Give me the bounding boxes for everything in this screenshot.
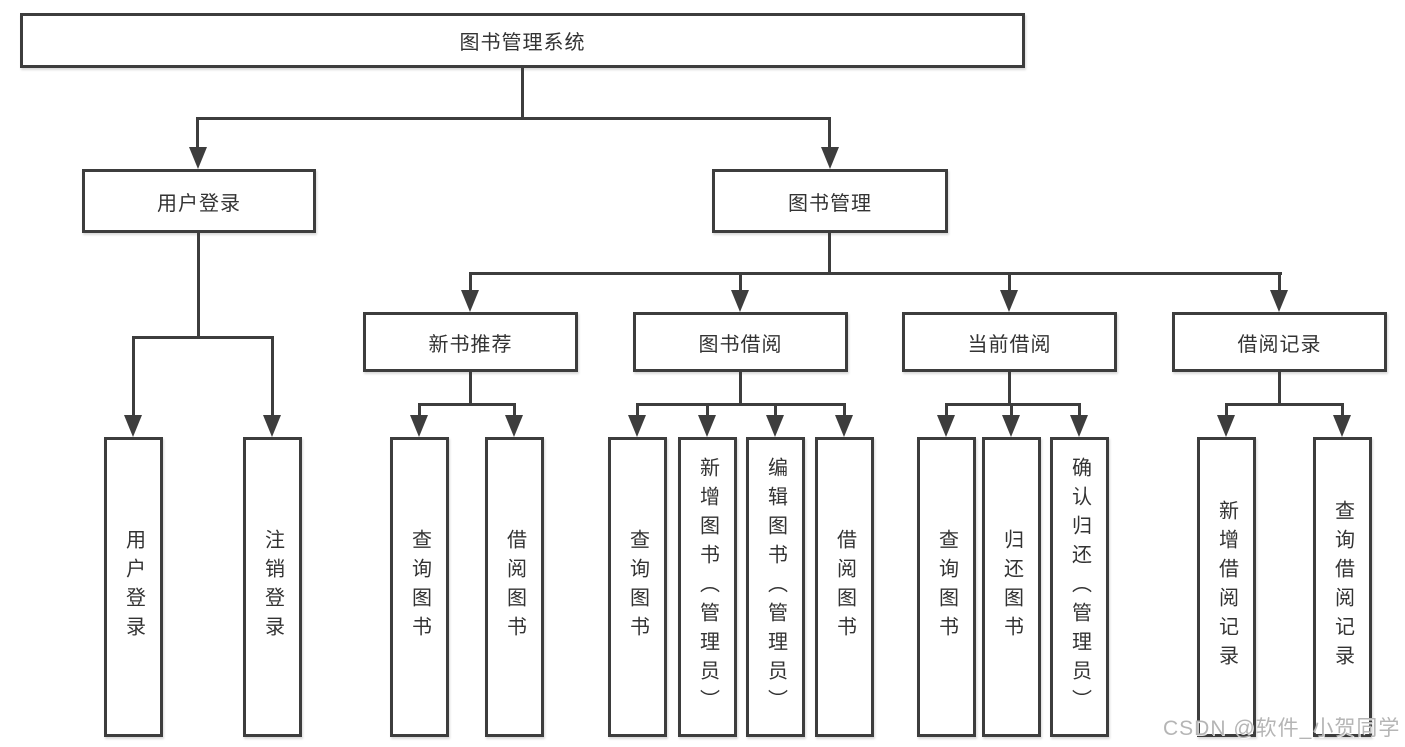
connector-line bbox=[706, 403, 709, 420]
leaf-records-add-record-label: 新增借阅记录 bbox=[1215, 500, 1238, 674]
connector-line bbox=[945, 403, 948, 420]
node-book-borrow-label: 图书借阅 bbox=[698, 333, 783, 356]
arrow-down-icon bbox=[628, 415, 646, 437]
leaf-current-return-books: 归还图书 bbox=[982, 437, 1041, 737]
arrow-down-icon bbox=[505, 415, 523, 437]
leaf-current-return-books-label: 归还图书 bbox=[1000, 529, 1023, 645]
connector-line bbox=[945, 403, 1081, 406]
arrow-down-icon bbox=[937, 415, 955, 437]
arrow-down-icon bbox=[1000, 290, 1018, 312]
connector-line bbox=[521, 68, 524, 120]
connector-line bbox=[1278, 272, 1281, 294]
leaf-newbook-query-books: 查询图书 bbox=[390, 437, 449, 737]
arrow-down-icon bbox=[821, 147, 839, 169]
arrow-down-icon bbox=[410, 415, 428, 437]
connector-line bbox=[1010, 403, 1013, 420]
connector-line bbox=[1341, 403, 1344, 420]
node-book-borrow: 图书借阅 bbox=[633, 312, 848, 372]
leaf-borrow-add-books-admin: 新增图书（管理员） bbox=[678, 437, 737, 737]
connector-line bbox=[1278, 372, 1281, 405]
leaf-borrow-query-books: 查询图书 bbox=[608, 437, 667, 737]
leaf-logout-login-label: 注销登录 bbox=[261, 529, 284, 645]
connector-line bbox=[513, 403, 516, 420]
connector-line bbox=[271, 336, 274, 419]
connector-line bbox=[469, 372, 472, 405]
node-root-label: 图书管理系统 bbox=[459, 32, 586, 54]
node-borrow-records: 借阅记录 bbox=[1172, 312, 1387, 372]
leaf-borrow-edit-books-admin-label: 编辑图书（管理员） bbox=[764, 456, 787, 718]
csdn-watermark: CSDN @软件_小贺同学 bbox=[1163, 717, 1401, 740]
leaf-borrow-query-books-label: 查询图书 bbox=[626, 529, 649, 645]
node-book-management: 图书管理 bbox=[712, 169, 948, 233]
connector-line bbox=[196, 117, 199, 150]
connector-line bbox=[636, 403, 846, 406]
arrow-down-icon bbox=[766, 415, 784, 437]
leaf-newbook-borrow-books-label: 借阅图书 bbox=[503, 529, 526, 645]
connector-line bbox=[739, 372, 742, 405]
connector-line bbox=[1008, 372, 1011, 405]
leaf-records-add-record: 新增借阅记录 bbox=[1197, 437, 1256, 737]
node-user-login-label: 用户登录 bbox=[157, 192, 241, 215]
leaf-current-query-books-label: 查询图书 bbox=[935, 529, 958, 645]
connector-line bbox=[1078, 403, 1081, 420]
arrow-down-icon bbox=[124, 415, 142, 437]
connector-line bbox=[774, 403, 777, 420]
node-current-borrow-label: 当前借阅 bbox=[967, 333, 1052, 356]
leaf-current-confirm-return-admin-label: 确认归还（管理员） bbox=[1068, 456, 1091, 718]
node-user-login: 用户登录 bbox=[82, 169, 316, 233]
leaf-user-login: 用户登录 bbox=[104, 437, 163, 737]
node-new-book-recommend: 新书推荐 bbox=[363, 312, 578, 372]
leaf-borrow-borrow-books: 借阅图书 bbox=[815, 437, 874, 737]
arrow-down-icon bbox=[263, 415, 281, 437]
arrow-down-icon bbox=[1070, 415, 1088, 437]
node-book-management-label: 图书管理 bbox=[788, 192, 872, 215]
connector-line bbox=[739, 272, 742, 294]
leaf-newbook-query-books-label: 查询图书 bbox=[408, 529, 431, 645]
connector-line bbox=[197, 233, 200, 337]
connector-line bbox=[196, 117, 831, 120]
arrow-down-icon bbox=[1270, 290, 1288, 312]
arrow-down-icon bbox=[698, 415, 716, 437]
leaf-user-login-label: 用户登录 bbox=[122, 529, 145, 645]
leaf-records-query-record: 查询借阅记录 bbox=[1313, 437, 1372, 737]
leaf-newbook-borrow-books: 借阅图书 bbox=[485, 437, 544, 737]
leaf-current-confirm-return-admin: 确认归还（管理员） bbox=[1050, 437, 1109, 737]
connector-line bbox=[418, 403, 516, 406]
leaf-current-query-books: 查询图书 bbox=[917, 437, 976, 737]
node-borrow-records-label: 借阅记录 bbox=[1237, 333, 1322, 356]
connector-line bbox=[469, 272, 1282, 275]
connector-line bbox=[1225, 403, 1344, 406]
connector-line bbox=[1008, 272, 1011, 294]
arrow-down-icon bbox=[1217, 415, 1235, 437]
arrow-down-icon bbox=[835, 415, 853, 437]
connector-line bbox=[132, 336, 135, 419]
arrow-down-icon bbox=[461, 290, 479, 312]
leaf-records-query-record-label: 查询借阅记录 bbox=[1331, 500, 1354, 674]
connector-line bbox=[843, 403, 846, 420]
node-root: 图书管理系统 bbox=[20, 13, 1025, 68]
arrow-down-icon bbox=[731, 290, 749, 312]
node-current-borrow: 当前借阅 bbox=[902, 312, 1117, 372]
leaf-borrow-borrow-books-label: 借阅图书 bbox=[833, 529, 856, 645]
connector-line bbox=[469, 272, 472, 294]
arrow-down-icon bbox=[1333, 415, 1351, 437]
connector-line bbox=[636, 403, 639, 420]
connector-line bbox=[828, 117, 831, 150]
arrow-down-icon bbox=[1002, 415, 1020, 437]
connector-line bbox=[132, 336, 274, 339]
connector-line bbox=[418, 403, 421, 420]
node-new-book-recommend-label: 新书推荐 bbox=[428, 333, 513, 356]
leaf-logout-login: 注销登录 bbox=[243, 437, 302, 737]
leaf-borrow-add-books-admin-label: 新增图书（管理员） bbox=[696, 456, 719, 718]
leaf-borrow-edit-books-admin: 编辑图书（管理员） bbox=[746, 437, 805, 737]
connector-line bbox=[828, 233, 831, 274]
arrow-down-icon bbox=[189, 147, 207, 169]
connector-line bbox=[1225, 403, 1228, 420]
